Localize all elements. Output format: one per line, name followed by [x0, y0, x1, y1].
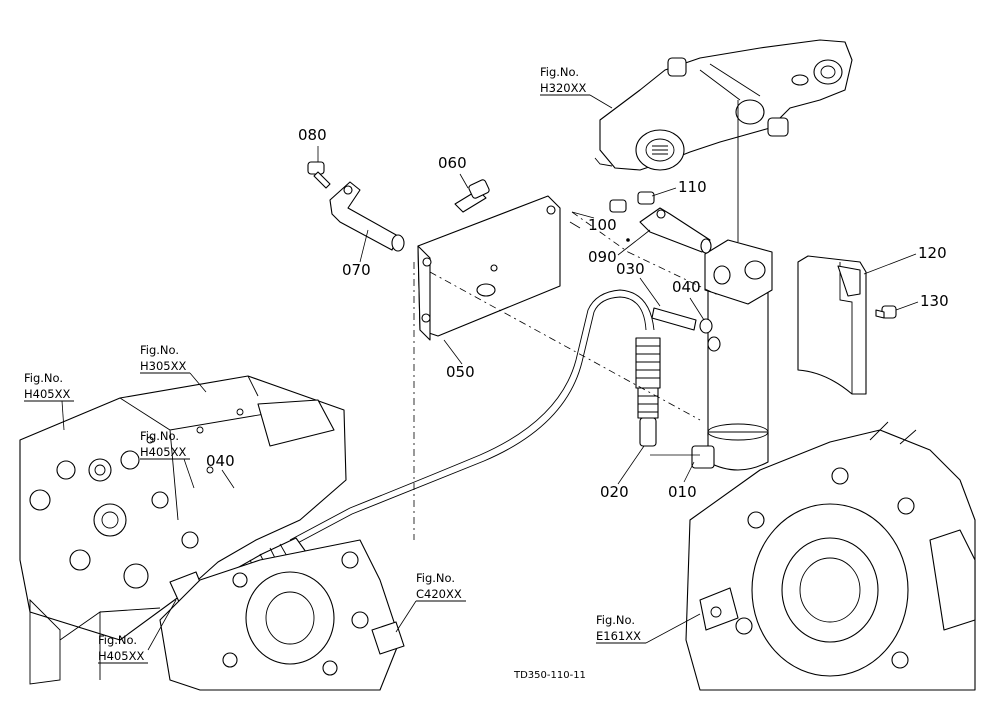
part-label-120: 120 [918, 244, 947, 262]
diagram-code: TD350-110-11 [513, 670, 586, 681]
part-label-040-upper: 040 [672, 278, 701, 296]
part-labels: 080 060 070 050 110 100 090 030 040 120 … [206, 126, 949, 501]
cylinder-010-drawing [691, 100, 773, 471]
part-label-070: 070 [342, 261, 371, 279]
bracket-plate-drawing [417, 195, 561, 341]
part-label-100: 100 [588, 216, 617, 234]
fig-label-h405-b: Fig.No. [140, 429, 179, 443]
bolt-110-drawing [609, 191, 655, 213]
fig-label-h320: Fig.No. [540, 65, 579, 79]
fig-label-c420: Fig.No. [416, 571, 455, 585]
bolt-080-drawing [307, 161, 331, 189]
part-label-040-lower: 040 [206, 452, 235, 470]
cover-120-drawing [797, 255, 897, 395]
part-label-010: 010 [668, 483, 697, 501]
fig-code-h405-a: H405XX [24, 387, 70, 401]
fig-label-h405-c: Fig.No. [98, 633, 137, 647]
part-label-030: 030 [616, 260, 645, 278]
lift-arm-drawing [594, 39, 853, 171]
fig-code-c420: C420XX [416, 587, 462, 601]
fig-code-h405-b: H405XX [140, 445, 186, 459]
fig-code-h405-c: H405XX [98, 649, 144, 663]
figure-references: Fig.No. H320XX Fig.No. H305XX Fig.No. H4… [24, 65, 701, 664]
fig-code-h320: H320XX [540, 81, 586, 95]
fig-code-h305: H305XX [140, 359, 186, 373]
alignment-lines [413, 211, 721, 540]
fig-label-e161: Fig.No. [596, 613, 635, 627]
fig-code-e161: E161XX [596, 629, 641, 643]
part-label-090: 090 [588, 248, 617, 266]
part-label-060: 060 [438, 154, 467, 172]
fig-label-h305: Fig.No. [140, 343, 179, 357]
part-label-080: 080 [298, 126, 327, 144]
rod-030-drawing [651, 307, 721, 352]
fig-label-h405-a: Fig.No. [24, 371, 63, 385]
pin-090-drawing [626, 207, 712, 254]
bolt-060-drawing [454, 179, 490, 213]
part-label-130: 130 [920, 292, 949, 310]
part-label-020: 020 [600, 483, 629, 501]
valve-block-drawing [19, 375, 347, 685]
housing-e161-drawing [685, 421, 976, 691]
housing-c420-drawing [159, 539, 405, 691]
part-label-110: 110 [678, 178, 707, 196]
cable-020-drawing [289, 289, 661, 547]
part-label-050: 050 [446, 363, 475, 381]
pin-070-drawing [329, 181, 405, 252]
